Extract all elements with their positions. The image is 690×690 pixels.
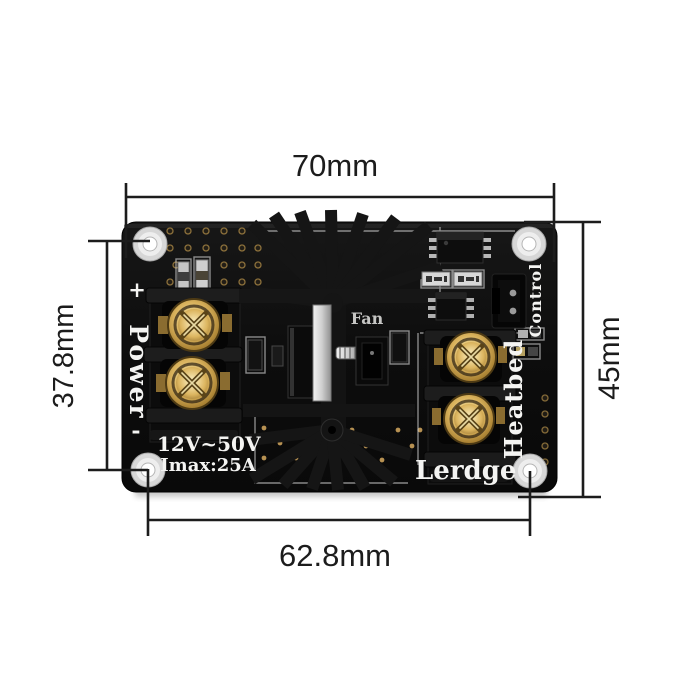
heatbed-screw-2 bbox=[443, 393, 495, 445]
dimension-left-height: 37.8mm bbox=[48, 303, 80, 409]
fan-connector bbox=[355, 336, 389, 386]
heatsink bbox=[239, 209, 443, 491]
power-minus-mark: - bbox=[131, 418, 141, 444]
optocoupler-1 bbox=[429, 231, 491, 264]
heatbed-screw-1 bbox=[445, 331, 497, 383]
max-current-text: Imax:25A bbox=[160, 455, 256, 476]
heatbed-indicator-leds bbox=[516, 330, 541, 356]
mounting-holes bbox=[130, 226, 548, 489]
control-header bbox=[491, 273, 527, 329]
dimension-bottom-width: 62.8mm bbox=[279, 538, 391, 573]
heatbed-label: Heatbed bbox=[499, 338, 528, 460]
smd-fuses bbox=[177, 259, 209, 293]
current-sense-resistors bbox=[421, 271, 483, 287]
mosfet bbox=[287, 304, 332, 402]
power-label: Power bbox=[124, 324, 153, 420]
smd-diodes bbox=[247, 332, 408, 371]
dimension-lines bbox=[88, 183, 601, 536]
control-label: Control bbox=[526, 262, 545, 338]
optocoupler-2 bbox=[428, 292, 474, 321]
brand-label: Lerdge bbox=[415, 456, 517, 486]
power-plus-mark: + bbox=[128, 277, 146, 302]
power-screw-1 bbox=[167, 298, 221, 352]
voltage-range-text: 12V~50V bbox=[157, 432, 261, 456]
fan-label: Fan bbox=[350, 309, 384, 328]
dimension-top-width: 70mm bbox=[291, 148, 379, 183]
dimension-right-height: 45mm bbox=[593, 316, 626, 400]
power-screw-2 bbox=[165, 356, 219, 410]
